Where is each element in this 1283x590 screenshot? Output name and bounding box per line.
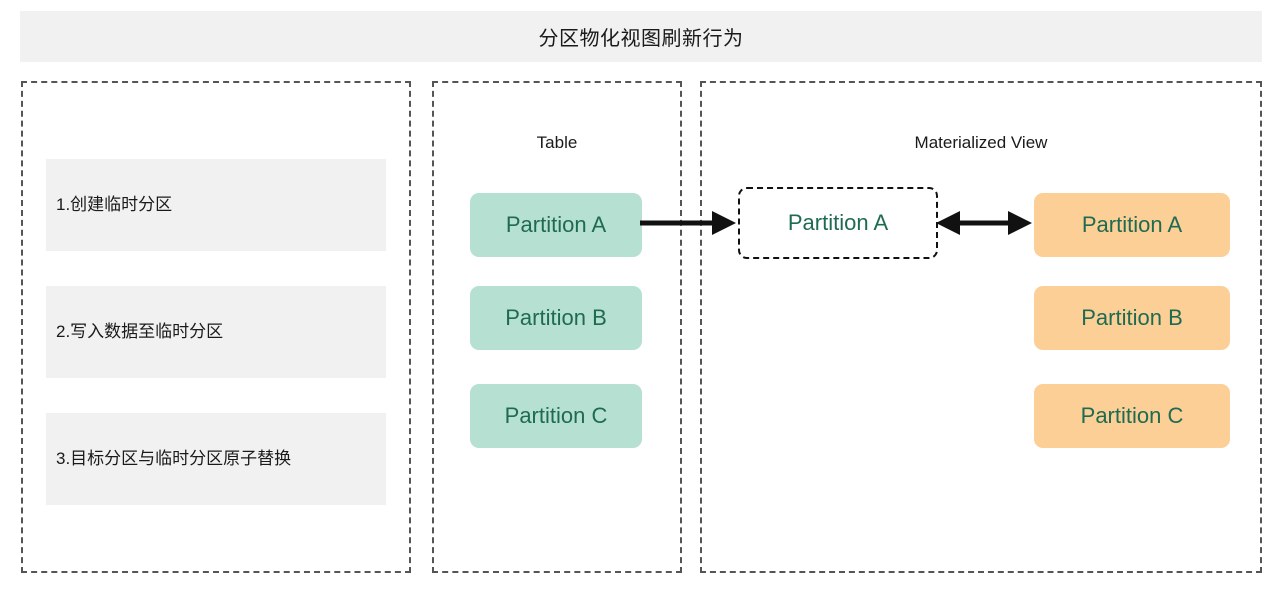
materialized-view-partition-c: Partition C <box>1034 384 1230 448</box>
chip-label: Partition C <box>1080 403 1184 428</box>
materialized-view-partition-a: Partition A <box>1034 193 1230 257</box>
table-partition-a: Partition A <box>470 193 642 257</box>
chip-label: Partition A <box>787 210 889 235</box>
temp-partition-a: Partition A <box>738 187 938 259</box>
table-panel-heading: Table <box>536 133 578 152</box>
steps-panel: 1.创建临时分区 2.写入数据至临时分区 3.目标分区与临时分区原子替换 <box>21 81 411 573</box>
materialized-view-panel: Materialized View Partition A Partition … <box>700 81 1262 573</box>
chip-label: Partition B <box>1081 305 1183 330</box>
step-label: 3.目标分区与临时分区原子替换 <box>56 448 292 468</box>
materialized-view-partition-b: Partition B <box>1034 286 1230 350</box>
page-title: 分区物化视图刷新行为 <box>538 28 744 50</box>
materialized-view-panel-heading: Materialized View <box>914 133 1048 152</box>
step-label: 1.创建临时分区 <box>56 194 173 214</box>
table-partition-c: Partition C <box>470 384 642 448</box>
chip-label: Partition A <box>1081 212 1183 237</box>
table-panel: Table Partition A Partition B Partition … <box>432 81 682 573</box>
write-into-temp-partition-arrow <box>640 211 736 235</box>
chip-label: Partition C <box>504 403 608 428</box>
step-item-2: 2.写入数据至临时分区 <box>46 286 386 378</box>
atomic-swap-arrow <box>936 211 1032 235</box>
step-label: 2.写入数据至临时分区 <box>56 321 224 341</box>
chip-label: Partition B <box>505 305 607 330</box>
diagram-title-banner: 分区物化视图刷新行为 <box>20 11 1262 62</box>
step-item-3: 3.目标分区与临时分区原子替换 <box>46 413 386 505</box>
chip-label: Partition A <box>505 212 607 237</box>
step-item-1: 1.创建临时分区 <box>46 159 386 251</box>
table-partition-b: Partition B <box>470 286 642 350</box>
